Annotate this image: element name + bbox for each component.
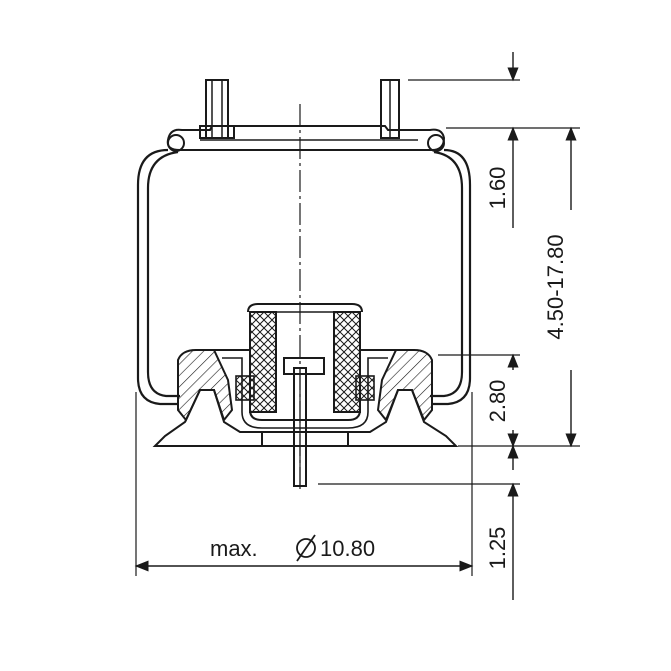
extension-lines	[135, 79, 580, 576]
dimension-piston-height: 2.80	[485, 353, 519, 448]
dimension-stroke-range: 4.50-17.80	[543, 126, 577, 448]
top-plate-assembly	[166, 79, 446, 152]
rubber-bellows	[136, 148, 472, 406]
top-height-label: 1.60	[485, 167, 510, 210]
left-mounting-stud	[199, 79, 235, 139]
dimension-diameter: max. 10.80	[134, 534, 474, 572]
piston-height-label: 2.80	[485, 380, 510, 423]
diameter-value-label: 10.80	[320, 536, 375, 561]
right-mounting-stud	[380, 79, 400, 139]
stud-length-label: 1.25	[485, 527, 510, 570]
diameter-symbol-icon	[296, 534, 316, 562]
stroke-range-label: 4.50-17.80	[543, 234, 568, 339]
dimension-top-height: 1.60	[485, 52, 519, 228]
center-stud-bolt	[283, 357, 325, 487]
dimension-stud-length: 1.25	[485, 444, 519, 600]
diameter-prefix-label: max.	[210, 536, 258, 561]
